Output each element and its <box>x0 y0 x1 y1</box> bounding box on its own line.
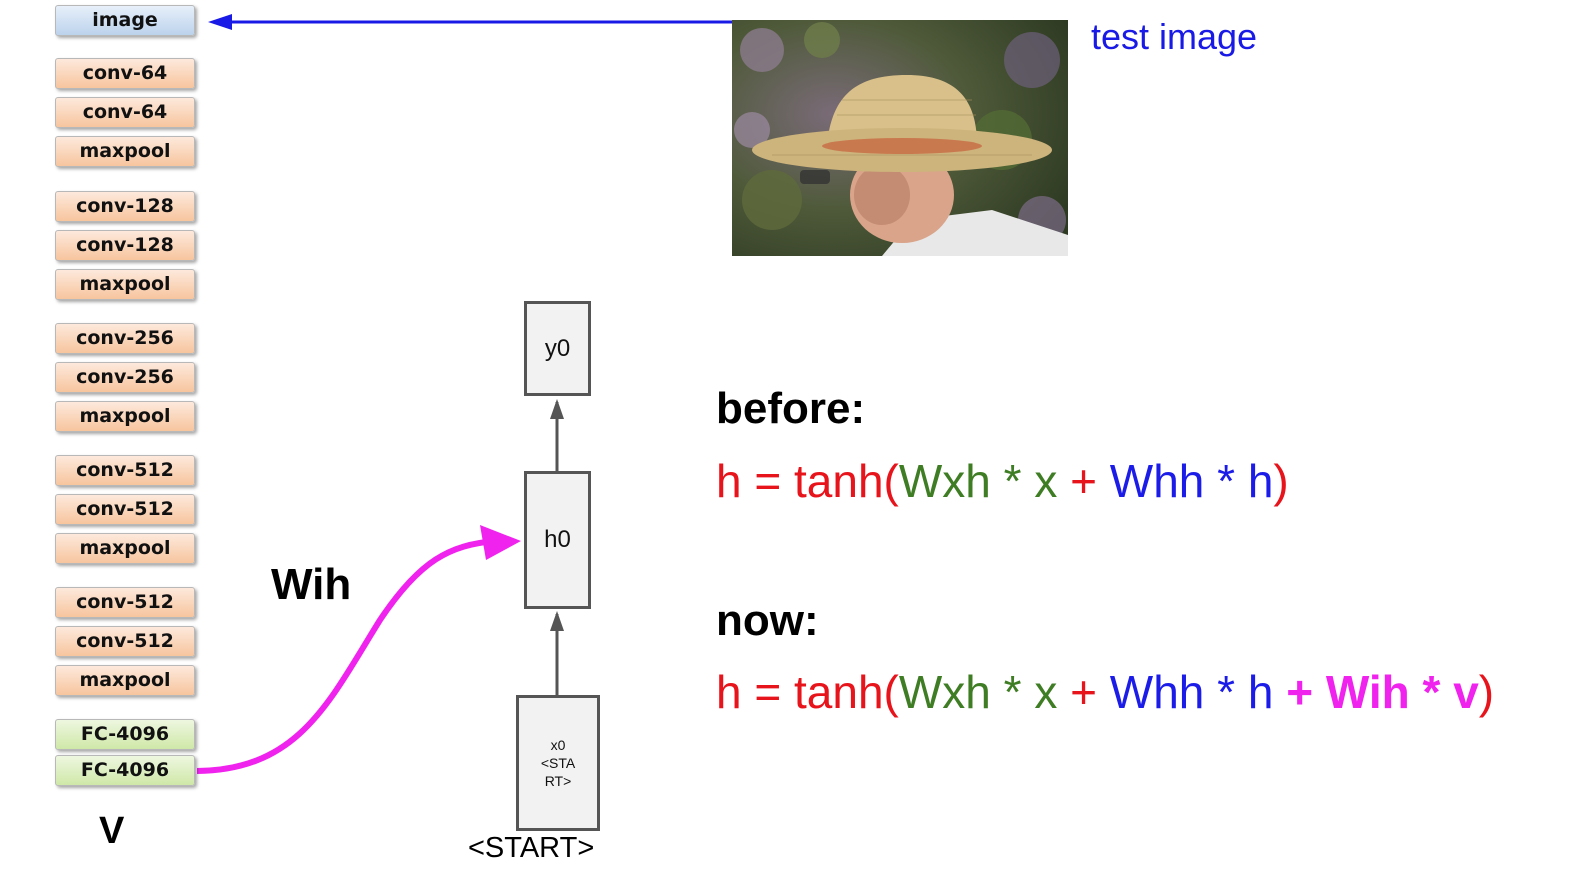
start-label: <START> <box>468 832 595 864</box>
test-image-label: test image <box>1091 16 1258 57</box>
cnn-layer-15: maxpool <box>55 665 195 696</box>
fc-layer-2: FC-4096 <box>55 755 195 786</box>
cnn-layer-7: conv-256 <box>55 323 195 354</box>
eq1-whh: Whh * h <box>1109 455 1274 507</box>
cnn-layer-6: maxpool <box>55 269 195 300</box>
eq2-whh: Whh * h <box>1109 666 1274 718</box>
eq2-open: ( <box>883 666 899 718</box>
cnn-layer-10: conv-512 <box>55 455 195 486</box>
eq1-close: ) <box>1273 455 1289 507</box>
cnn-layer-4: conv-128 <box>55 191 195 222</box>
x0-to-h0-arrowhead <box>550 611 564 631</box>
eq2-wih: + Wih * v <box>1273 666 1479 718</box>
equation-before: h = tanh(Wxh * x + Whh * h) <box>716 454 1289 508</box>
x0-label: x0 <STA RT> <box>540 737 576 789</box>
eq1-plus: + <box>1057 455 1110 507</box>
cnn-layer-1: conv-64 <box>55 58 195 89</box>
cnn-layer-11: conv-512 <box>55 494 195 525</box>
cnn-layer-8: conv-256 <box>55 362 195 393</box>
cnn-layer-9: maxpool <box>55 401 195 432</box>
cnn-layer-12: maxpool <box>55 533 195 564</box>
x0-box: x0 <STA RT> <box>516 695 600 831</box>
v-label: V <box>99 810 125 852</box>
eq2-plus: + <box>1057 666 1110 718</box>
h0-box: h0 <box>524 471 591 609</box>
cnn-layer-14: conv-512 <box>55 626 195 657</box>
fc-layer-1: FC-4096 <box>55 719 195 750</box>
test-image-arrowhead <box>208 14 232 30</box>
equation-now: h = tanh(Wxh * x + Whh * h + Wih * v) <box>716 665 1494 719</box>
before-heading: before: <box>716 384 866 433</box>
eq2-wxh: Wxh * x <box>898 666 1058 718</box>
test-image-photo <box>732 20 1068 256</box>
y0-box: y0 <box>524 301 591 396</box>
wih-arrowhead <box>480 525 521 560</box>
eq1-open: ( <box>883 455 899 507</box>
cnn-layer-5: conv-128 <box>55 230 195 261</box>
wih-label: Wih <box>271 560 352 609</box>
now-heading: now: <box>716 596 819 645</box>
cnn-layer-13: conv-512 <box>55 587 195 618</box>
eq1-h: h = tanh <box>716 455 884 507</box>
cnn-layer-2: conv-64 <box>55 97 195 128</box>
eq1-wxh: Wxh * x <box>898 455 1058 507</box>
eq2-h: h = tanh <box>716 666 884 718</box>
h0-to-y0-arrowhead <box>550 399 564 419</box>
cnn-layer-3: maxpool <box>55 136 195 167</box>
image-layer: image <box>55 5 195 36</box>
eq2-close: ) <box>1478 666 1495 718</box>
